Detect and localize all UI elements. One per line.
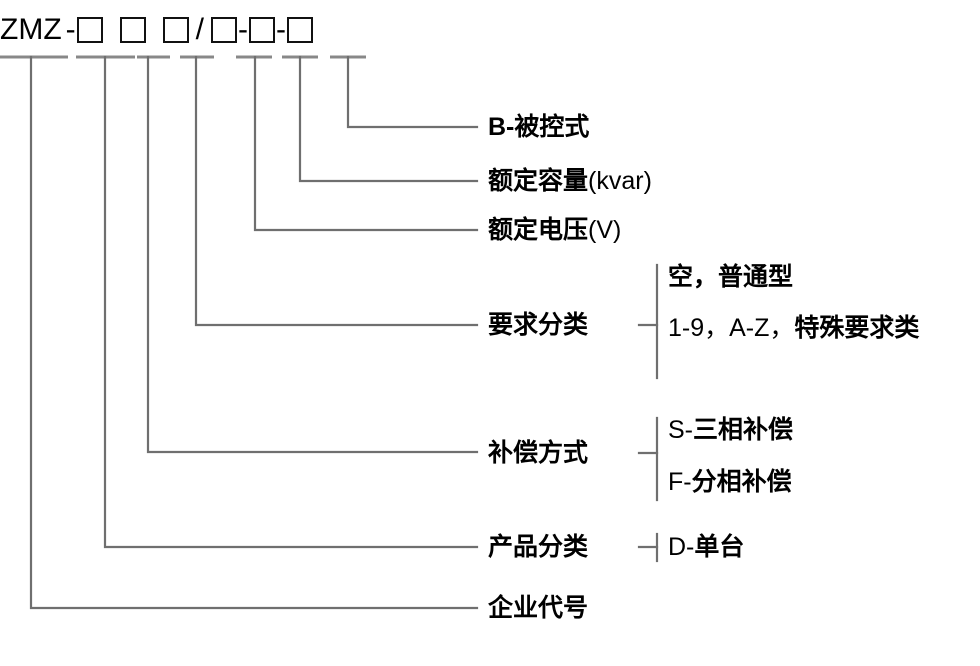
sub-label-compensation-split-phase: F-分相补偿 — [668, 470, 792, 495]
row-label-rated-capacity-plain: (kvar) — [588, 167, 652, 195]
leader-controlled-type — [346, 55, 479, 129]
row-label-controlled-type-bold: B-被控式 — [488, 113, 590, 141]
row-label-rated-voltage: 额定电压(V) — [488, 218, 621, 243]
leader-compensation-mode — [146, 55, 479, 454]
code-slash: / — [195, 13, 204, 46]
leader-enterprise-code — [29, 55, 479, 610]
code-dash-1: - — [237, 13, 248, 46]
row-label-product-class: 产品分类 — [488, 535, 588, 560]
sub-label-requirement-class-special: 1-9，A-Z，特殊要求类 — [668, 316, 919, 341]
row-label-enterprise-code-bold: 企业代号 — [488, 594, 589, 622]
leader-rated-voltage — [253, 55, 479, 232]
row-label-product-class-bold: 产品分类 — [488, 533, 589, 561]
row-label-enterprise-code: 企业代号 — [488, 596, 588, 621]
row-label-rated-voltage-bold: 额定电压 — [488, 216, 589, 244]
row-label-rated-capacity-bold: 额定容量 — [488, 167, 589, 195]
sub-label-compensation-three-phase: S-三相补偿 — [668, 418, 793, 443]
code-box-2 — [119, 17, 146, 43]
code-box-4 — [210, 17, 237, 43]
code-box-5 — [248, 17, 275, 43]
sub-label-requirement-class-special-bold: 特殊要求类 — [794, 314, 920, 342]
row-label-compensation-mode: 补偿方式 — [488, 441, 588, 466]
model-prefix-dash: - — [65, 13, 76, 46]
sub-label-product-single-unit-bold: 单台 — [694, 533, 745, 561]
leader-rated-capacity — [298, 55, 479, 183]
sub-label-compensation-split-phase-prefix: F- — [668, 468, 692, 496]
code-box-6 — [286, 17, 313, 43]
leader-product-class — [103, 55, 479, 549]
row-label-rated-voltage-plain: (V) — [588, 216, 622, 244]
code-box-1 — [76, 17, 103, 43]
sub-label-requirement-class-normal-bold: 空，普通型 — [668, 263, 794, 291]
row-label-requirement-class-bold: 要求分类 — [488, 311, 589, 339]
sub-label-compensation-three-phase-bold: 三相补偿 — [693, 416, 794, 444]
row-label-requirement-class: 要求分类 — [488, 313, 588, 338]
sub-label-requirement-class-special-prefix: 1-9，A-Z， — [668, 314, 795, 342]
row-label-compensation-mode-bold: 补偿方式 — [488, 439, 589, 467]
leader-requirement-class — [194, 55, 479, 327]
row-label-controlled-type: B-被控式 — [488, 115, 589, 140]
sub-label-compensation-three-phase-prefix: S- — [668, 416, 693, 444]
sub-label-requirement-class-normal: 空，普通型 — [668, 265, 793, 290]
code-box-3 — [162, 17, 189, 43]
sub-label-product-single-unit: D-单台 — [668, 535, 744, 560]
model-code-header: ZMZ - / - - — [0, 8, 313, 52]
row-label-rated-capacity: 额定容量(kvar) — [488, 169, 652, 194]
sub-label-compensation-split-phase-bold: 分相补偿 — [691, 468, 792, 496]
code-dash-2: - — [275, 13, 286, 46]
sub-label-product-single-unit-prefix: D- — [668, 533, 695, 561]
model-prefix-text: ZMZ — [0, 13, 62, 46]
